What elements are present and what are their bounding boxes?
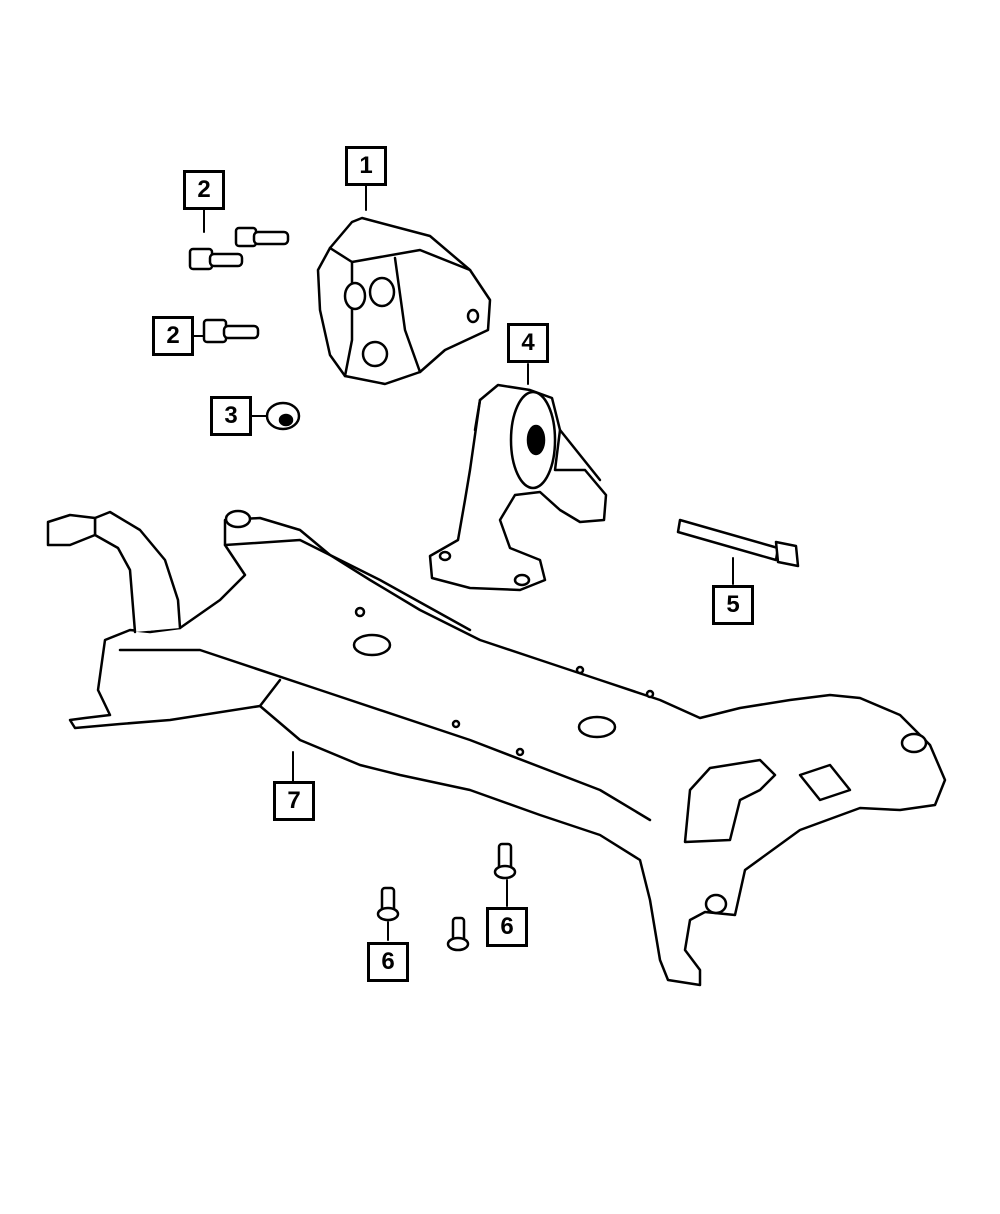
callout-2-upper: 2	[183, 170, 225, 210]
flange-bolt-2	[188, 247, 244, 271]
callout-3: 3	[210, 396, 252, 436]
callout-7: 7	[273, 781, 315, 821]
callout-6-right: 6	[486, 907, 528, 947]
callout-6-left: 6	[367, 942, 409, 982]
long-bolt	[676, 518, 800, 568]
callout-1: 1	[345, 146, 387, 186]
engine-mount-bracket	[316, 216, 492, 386]
leader-lines	[192, 185, 734, 941]
flange-bolt-3	[202, 318, 260, 344]
small-bolt-3	[446, 916, 470, 952]
transmission-mount	[428, 383, 608, 592]
callout-2-lower: 2	[152, 316, 194, 356]
small-bolt-1	[493, 842, 517, 880]
small-bolt-2	[376, 886, 400, 922]
flange-bolt-1	[234, 226, 290, 248]
crossmember	[46, 509, 947, 987]
callout-4: 4	[507, 323, 549, 363]
callout-5: 5	[712, 585, 754, 625]
flange-nut	[265, 401, 301, 431]
